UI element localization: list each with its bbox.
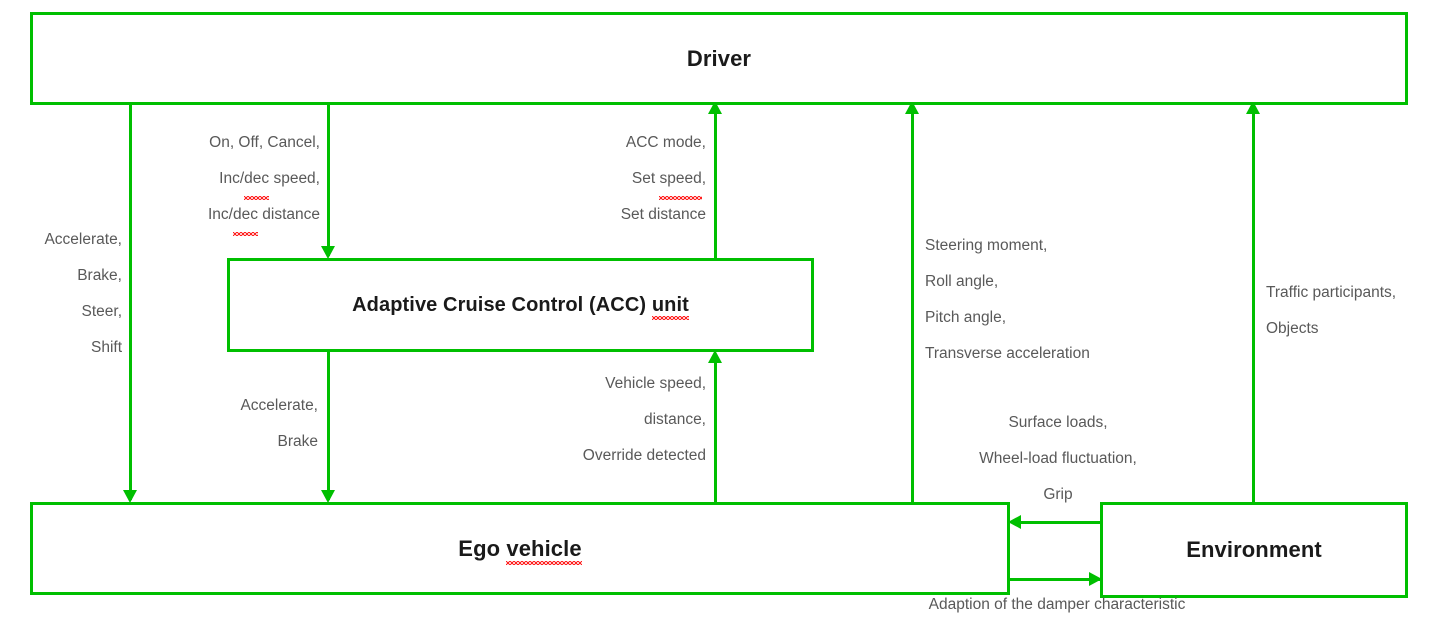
edge-ego-to-environment-line [1010,578,1102,581]
edge-label-ego-to-driver: Steering moment, Roll angle, Pitch angle… [925,228,1245,372]
edge-driver-to-acc-line [327,104,330,256]
edge-label-ego-to-driver-line-2: Roll angle, [925,273,999,290]
edge-ego-to-acc-line [714,362,717,502]
edge-label-driver-to-ego-line-1: Accelerate, [44,231,122,248]
edge-acc-to-driver-line [714,112,717,258]
node-acc-unit-label: Adaptive Cruise Control (ACC) unit [352,293,689,320]
node-driver[interactable]: Driver [30,12,1408,105]
edge-label-driver-to-ego-line-3: Steer, [81,303,123,320]
edge-driver-to-ego-arrowhead [123,490,137,503]
node-ego-vehicle-label: Ego vehicle [458,535,583,565]
edge-label-acc-to-driver-line-2: Set speed, [530,161,706,200]
edge-label-ego-to-acc: Vehicle speed, distance, Override detect… [490,366,706,474]
edge-ego-to-environment-arrowhead [1089,572,1102,586]
edge-label-ego-to-driver-line-3: Pitch angle, [925,309,1006,326]
edge-label-driver-to-acc: On, Off, Cancel, Inc/dec speed, Inc/dec … [140,125,320,236]
edge-label-acc-to-driver-line-1: ACC mode, [625,134,706,151]
edge-environment-to-ego-line [1012,521,1102,524]
edge-label-driver-to-acc-line-3-spell: dec [232,197,258,236]
edge-label-driver-to-ego-line-2: Brake, [77,267,122,284]
edge-label-acc-to-driver-line-2-spell: speed [659,161,702,200]
edge-label-acc-to-driver-line-3: Set distance [620,206,706,223]
node-ego-vehicle-label-spell: vehicle [506,535,583,565]
node-acc-unit[interactable]: Adaptive Cruise Control (ACC) unit [227,258,814,352]
edge-label-driver-to-acc-line-3b: distance [257,206,320,223]
edge-label-acc-to-ego-line-1: Accelerate, [240,397,318,414]
edge-label-environment-to-ego-line-2: Wheel-load fluctuation, [979,450,1137,467]
edge-environment-to-ego-arrowhead [1008,515,1021,529]
edge-label-driver-to-ego: Accelerate, Brake, Steer, Shift [0,222,122,366]
edge-label-driver-to-ego-line-4: Shift [90,339,122,356]
node-ego-vehicle[interactable]: Ego vehicle [30,502,1010,595]
edge-label-ego-to-environment-line-1: Adaption of the damper characteristic [928,596,1186,613]
edge-label-ego-to-driver-line-1: Steering moment, [925,237,1048,254]
edge-label-environment-to-driver-line-1: Traffic participants, [1266,284,1397,301]
node-acc-unit-label-prefix: Adaptive Cruise Control (ACC) [352,293,652,316]
edge-label-acc-to-driver-line-2b: , [701,170,706,187]
edge-driver-to-acc-arrowhead [321,246,335,259]
edge-label-driver-to-acc-line-2b: speed, [269,170,320,187]
edge-label-ego-to-acc-line-1: Vehicle speed, [605,375,706,392]
edge-label-environment-to-ego-line-1: Surface loads, [1008,414,1108,431]
edge-label-environment-to-ego-line-3: Grip [1043,486,1073,503]
edge-label-acc-to-driver: ACC mode, Set speed, Set distance [530,125,706,233]
edge-label-driver-to-acc-line-3a: Inc/ [207,206,233,223]
edge-label-environment-to-ego: Surface loads, Wheel-load fluctuation, G… [900,405,1216,513]
edge-label-driver-to-acc-line-2-spell: dec [244,161,270,200]
edge-label-driver-to-acc-line-1: On, Off, Cancel, [209,134,320,151]
edge-label-acc-to-driver-line-2a: Set [631,170,660,187]
edge-acc-to-ego-arrowhead [321,490,335,503]
edge-label-driver-to-acc-line-3: Inc/dec distance [140,197,320,236]
node-acc-unit-label-spell: unit [651,293,689,320]
node-environment-label: Environment [1186,537,1322,562]
edge-ego-to-acc-arrowhead [708,350,722,363]
edge-label-environment-to-driver: Traffic participants, Objects [1266,275,1440,347]
edge-acc-to-ego-line [327,351,330,500]
edge-label-acc-to-ego: Accelerate, Brake [160,388,318,460]
edge-driver-to-ego-line [129,104,132,500]
edge-label-ego-to-acc-line-3: Override detected [582,447,706,464]
edge-label-driver-to-acc-line-2a: Inc/ [219,170,245,187]
edge-ego-to-driver-line [911,112,914,502]
edge-label-driver-to-acc-line-2: Inc/dec speed, [140,161,320,200]
node-ego-vehicle-label-prefix: Ego [458,535,507,561]
node-environment[interactable]: Environment [1100,502,1408,598]
node-driver-label: Driver [686,45,752,71]
edge-label-environment-to-driver-line-2: Objects [1266,320,1319,337]
edge-environment-to-driver-line [1252,112,1255,502]
edge-label-ego-to-driver-line-4: Transverse acceleration [925,345,1090,362]
edge-label-acc-to-ego-line-2: Brake [277,433,319,450]
edge-label-ego-to-environment: Adaption of the damper characteristic [867,590,1247,620]
edge-label-ego-to-acc-line-2: distance, [643,411,706,428]
